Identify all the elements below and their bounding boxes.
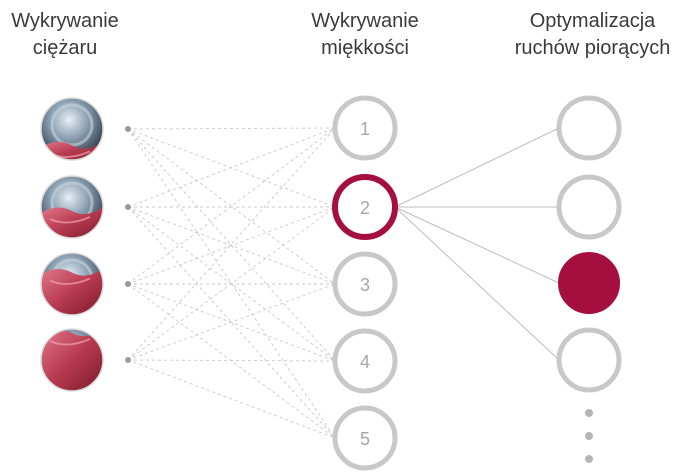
fabric-fold [49, 338, 91, 346]
softness-node-ring [332, 95, 398, 161]
softness-to-motion-link [394, 127, 560, 208]
softness-nodes: 1 2 3 4 5 [332, 95, 398, 471]
dashed-link [127, 127, 336, 285]
softness-node-label: 5 [360, 429, 370, 449]
continuation-dots [585, 409, 593, 463]
softness-to-motion-link [394, 206, 560, 361]
optimization-node [556, 327, 622, 393]
softness-node-ring [332, 174, 398, 240]
input-dot [125, 357, 131, 363]
softness-node-ring [332, 405, 398, 471]
optimization-nodes [556, 95, 622, 393]
fabric-fold [49, 216, 91, 224]
dashed-link [127, 128, 336, 208]
weight-detection-title: Wykrywanie ciężaru [11, 10, 119, 59]
softness-node-ring [332, 328, 398, 394]
dashed-link [127, 206, 336, 362]
dashed-link [127, 359, 336, 362]
input-dot [125, 281, 131, 287]
connection-lines [127, 127, 560, 439]
dashed-link [127, 127, 336, 208]
optimization-node [556, 95, 622, 161]
optimization-node-active [558, 252, 620, 314]
ellipsis-dot [585, 409, 593, 417]
dashed-link [127, 128, 336, 362]
softness-node-label: 2 [360, 198, 370, 218]
softness-node-5: 5 [332, 405, 398, 471]
softness-node-1: 1 [332, 95, 398, 161]
drum-full-icon [40, 328, 131, 392]
fabric-fold [49, 277, 91, 285]
drum-window [50, 103, 94, 147]
softness-node-label: 3 [360, 275, 370, 295]
softness-detection-title: Wykrywanie miękkości [311, 10, 419, 59]
dashed-link [127, 127, 336, 361]
softness-to-motion-link [394, 206, 560, 284]
softness-node-4: 4 [332, 328, 398, 394]
softness-node-2: 2 [332, 174, 398, 240]
drum-mostly-full-icon [40, 252, 131, 316]
softness-node-label: 1 [360, 119, 370, 139]
fabric [41, 329, 103, 391]
ellipsis-dot [585, 455, 593, 463]
drum-half-icon [40, 175, 131, 239]
drum-contents [41, 181, 103, 238]
motion-optimization-title: Optymalizacja ruchów piorących [514, 10, 671, 59]
input-dot [125, 204, 131, 210]
input-dot [125, 126, 131, 132]
drum-contents [41, 329, 103, 391]
softness-node-3: 3 [332, 251, 398, 317]
dashed-link [127, 206, 336, 285]
dashed-link [127, 283, 336, 362]
drum-contents [41, 258, 103, 315]
softness-node-label: 4 [360, 352, 370, 372]
drum-empty-icon [40, 97, 131, 161]
dashed-link [127, 128, 336, 285]
dashed-link [127, 206, 336, 361]
drum-rim [40, 252, 104, 316]
dashed-link [127, 206, 336, 439]
fabric [41, 268, 103, 315]
drum-rim [40, 97, 104, 161]
drum-rim [40, 175, 104, 239]
dashed-link [127, 128, 336, 439]
ellipsis-dot [585, 432, 593, 440]
drum-rim [40, 328, 104, 392]
dashed-link [127, 283, 336, 439]
dashed-link [127, 127, 336, 130]
dashed-link [127, 359, 336, 439]
optimization-node [556, 174, 622, 240]
dashed-link [127, 283, 336, 361]
weight-inputs [40, 97, 131, 392]
softness-node-ring [332, 251, 398, 317]
